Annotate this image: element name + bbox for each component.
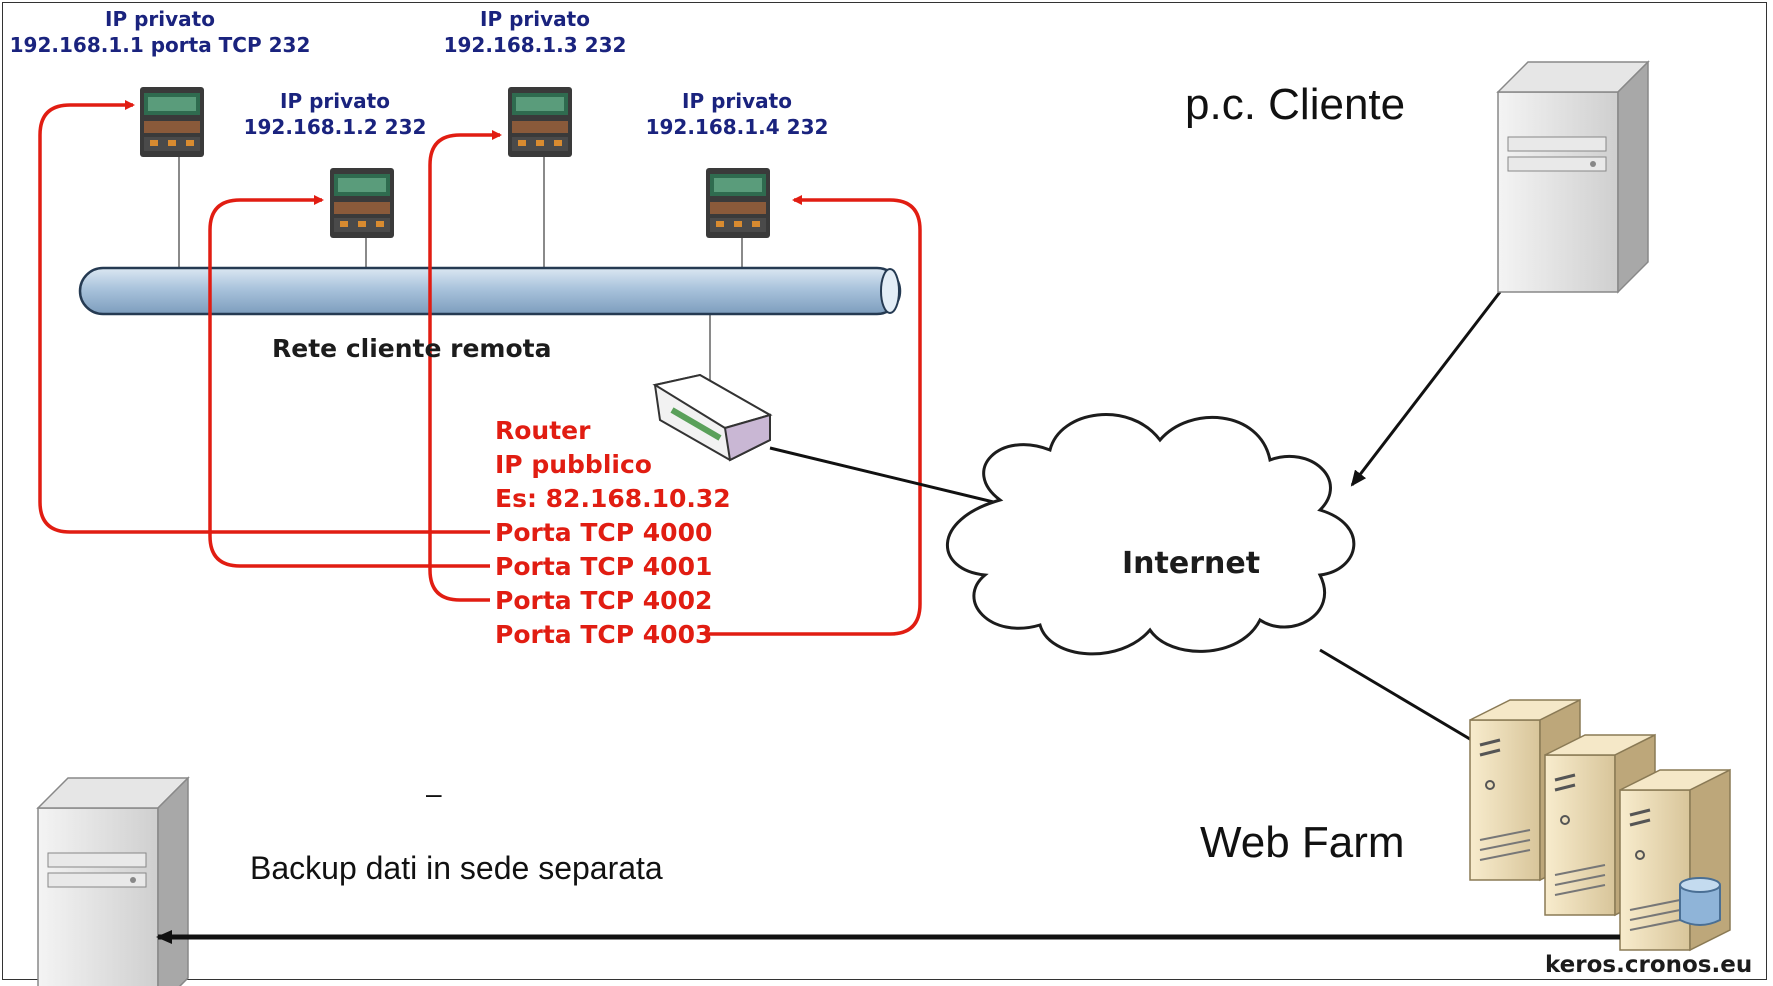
router-info: Router IP pubblico Es: 82.168.10.32 Port… bbox=[495, 416, 731, 649]
plc-device-1 bbox=[140, 87, 204, 157]
lan-pipe bbox=[78, 266, 902, 316]
backup-label: Backup dati in sede separata bbox=[250, 850, 663, 886]
router-icon bbox=[652, 373, 773, 462]
network-label: Rete cliente remota bbox=[272, 334, 552, 363]
webfarm-label: Web Farm bbox=[1200, 818, 1405, 867]
router-internet-link bbox=[769, 446, 1011, 508]
client-pc-icon bbox=[1497, 61, 1649, 293]
client-label: p.c. Cliente bbox=[1185, 80, 1406, 129]
plc-device-3 bbox=[508, 87, 572, 157]
dash-mark: – bbox=[426, 778, 442, 809]
plc-device-4 bbox=[706, 168, 770, 238]
backup-pc-icon bbox=[37, 777, 189, 986]
port-forward-arrows bbox=[38, 100, 922, 636]
internet-webfarm-link bbox=[1319, 648, 1481, 747]
internet-label: Internet bbox=[1122, 546, 1261, 581]
client-internet-arrow bbox=[1350, 291, 1502, 487]
webfarm-domain: keros.cronos.eu bbox=[1545, 952, 1753, 978]
plc-device-2 bbox=[330, 168, 394, 238]
webfarm-servers-icon bbox=[1468, 698, 1732, 952]
internet-cloud bbox=[946, 413, 1356, 656]
